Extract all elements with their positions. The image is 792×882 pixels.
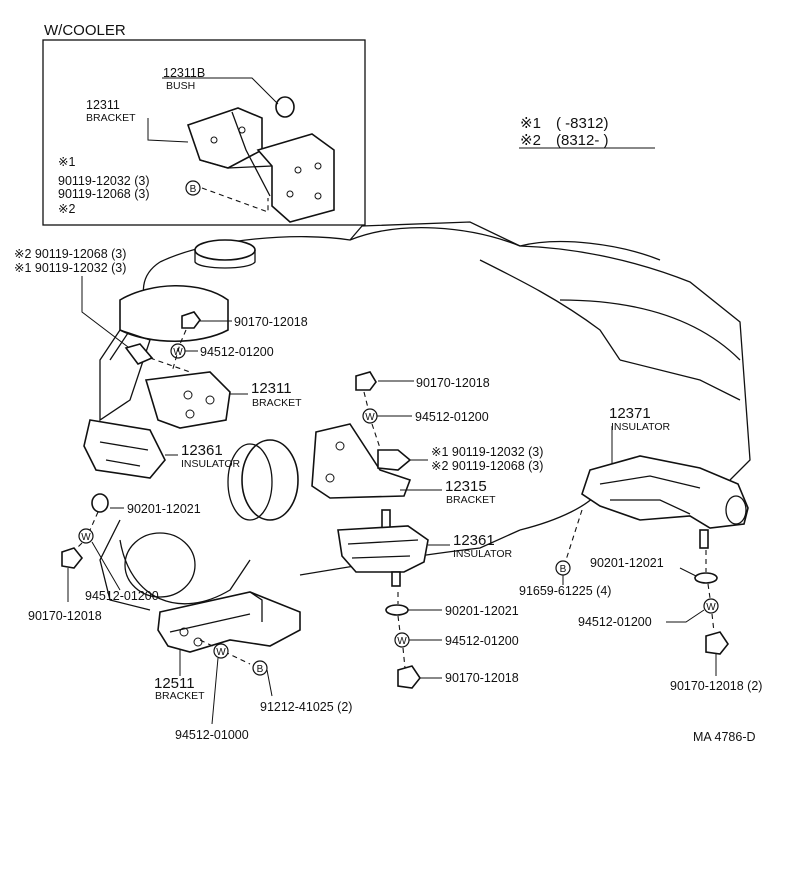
nut-left-part <box>61 547 84 569</box>
bracket-left-number: 12311 <box>251 380 292 397</box>
inset-bush-number: 12311B <box>163 66 205 80</box>
inset-bush-word: BUSH <box>166 80 195 92</box>
bracket-bottom-number: 12511 <box>154 675 195 692</box>
bracket-mid-number: 12315 <box>445 478 487 495</box>
svg-text:W: W <box>173 347 183 358</box>
nut-left-label: 90170-12018 <box>28 609 102 623</box>
inset-frame <box>42 39 366 226</box>
insulator-mid-stud <box>381 509 391 529</box>
washer-left-badge: W <box>78 528 94 544</box>
legend-row2: (8312- ) <box>556 132 609 149</box>
insulator-mid-number: 12361 <box>453 532 495 549</box>
svg-text:W: W <box>81 532 91 543</box>
nut-top-part <box>181 311 201 329</box>
washer-right-badge: W <box>703 598 719 614</box>
washer-mid-badge: W <box>362 408 378 424</box>
inset-mark1: ※1 <box>58 155 75 169</box>
washer-top-label: 94512-01200 <box>200 345 274 359</box>
legend-row1: ( -8312) <box>556 115 609 132</box>
washer-bottom-badge: W <box>213 643 229 659</box>
insulator-left-word: INSULATOR <box>181 458 241 470</box>
svg-text:W: W <box>706 602 716 613</box>
bolt-b-label: ※1 90119-12032 (3) <box>14 261 126 275</box>
washer-bottom-label: 94512-01000 <box>175 728 249 742</box>
bracket-left-word: BRACKET <box>252 397 302 409</box>
inset-mark2: ※2 <box>58 202 75 216</box>
nut-mid2-label: 90170-12018 <box>445 671 519 685</box>
washer-mid2-badge: W <box>394 632 410 648</box>
spacer-left-part <box>91 493 109 513</box>
bracket-bottom-part <box>157 591 301 653</box>
nut-mid2-part <box>397 665 421 689</box>
insulator-mid-part <box>337 525 429 573</box>
bracket-mid-word: BRACKET <box>446 494 496 506</box>
insulator-left-number: 12361 <box>181 442 223 459</box>
washer-right-label: 94512-01200 <box>578 615 652 629</box>
insulator-right-stud <box>699 529 709 549</box>
bracket-left-part <box>144 371 231 429</box>
spacer-left-label: 90201-12021 <box>127 502 201 516</box>
bolt-right-badge: B <box>555 560 571 576</box>
spacer-mid-part <box>385 604 409 616</box>
legend-mark2: ※2 <box>520 132 541 149</box>
timing-cover <box>99 285 299 605</box>
inset-b-badge: B <box>185 180 201 196</box>
bolt-top <box>124 343 154 365</box>
svg-text:B: B <box>257 664 264 675</box>
nut-top-label: 90170-12018 <box>234 315 308 329</box>
bracket-bottom-word: BRACKET <box>155 690 205 702</box>
inset-bolt2: 90119-12068 (3) <box>58 187 150 201</box>
nut-mid-part <box>355 371 377 391</box>
bolt-right-label: 91659-61225 (4) <box>519 584 611 598</box>
inset-title: W/COOLER <box>44 22 126 39</box>
bracket-mid-part <box>311 423 412 499</box>
spacer-right-part <box>694 572 718 584</box>
bolt-mid1-label: ※1 90119-12032 (3) <box>431 445 543 459</box>
insulator-mid-stud-bottom <box>391 571 401 587</box>
washer-mid2-label: 94512-01200 <box>445 634 519 648</box>
nut-right-label: 90170-12018 (2) <box>670 679 762 693</box>
diagram-code: MA 4786-D <box>693 730 756 744</box>
inset-bracket-word: BRACKET <box>86 112 136 124</box>
insulator-right-number: 12371 <box>609 405 651 422</box>
inset-bolt1: 90119-12032 (3) <box>58 174 150 188</box>
insulator-left-part <box>83 419 166 479</box>
insulator-right-word: INSULATOR <box>611 421 671 433</box>
bolt-bottom-badge: B <box>252 660 268 676</box>
bolt-a-label: ※2 90119-12068 (3) <box>14 247 126 261</box>
nut-right-part <box>705 631 729 655</box>
inset-bush <box>275 96 295 118</box>
spacer-right-label: 90201-12021 <box>590 556 664 570</box>
bolt-mid-part <box>377 449 412 471</box>
svg-text:B: B <box>190 184 197 195</box>
inset-bracket-number: 12311 <box>86 98 120 112</box>
legend-mark1: ※1 <box>520 115 541 132</box>
bolt-bottom-label: 91212-41025 (2) <box>260 700 352 714</box>
svg-text:W: W <box>365 412 375 423</box>
inset-bracket-drawing <box>186 96 335 223</box>
svg-text:W: W <box>397 636 407 647</box>
washer-left-label: 94512-01200 <box>85 589 159 603</box>
spacer-mid-label: 90201-12021 <box>445 604 519 618</box>
svg-text:W: W <box>216 647 226 658</box>
bolt-mid2-label: ※2 90119-12068 (3) <box>431 459 543 473</box>
filler-cap <box>194 239 256 261</box>
svg-text:B: B <box>560 564 567 575</box>
washer-mid-label: 94512-01200 <box>415 410 489 424</box>
insulator-mid-word: INSULATOR <box>453 548 513 560</box>
insulator-right-part <box>581 455 749 529</box>
nut-mid-label: 90170-12018 <box>416 376 490 390</box>
